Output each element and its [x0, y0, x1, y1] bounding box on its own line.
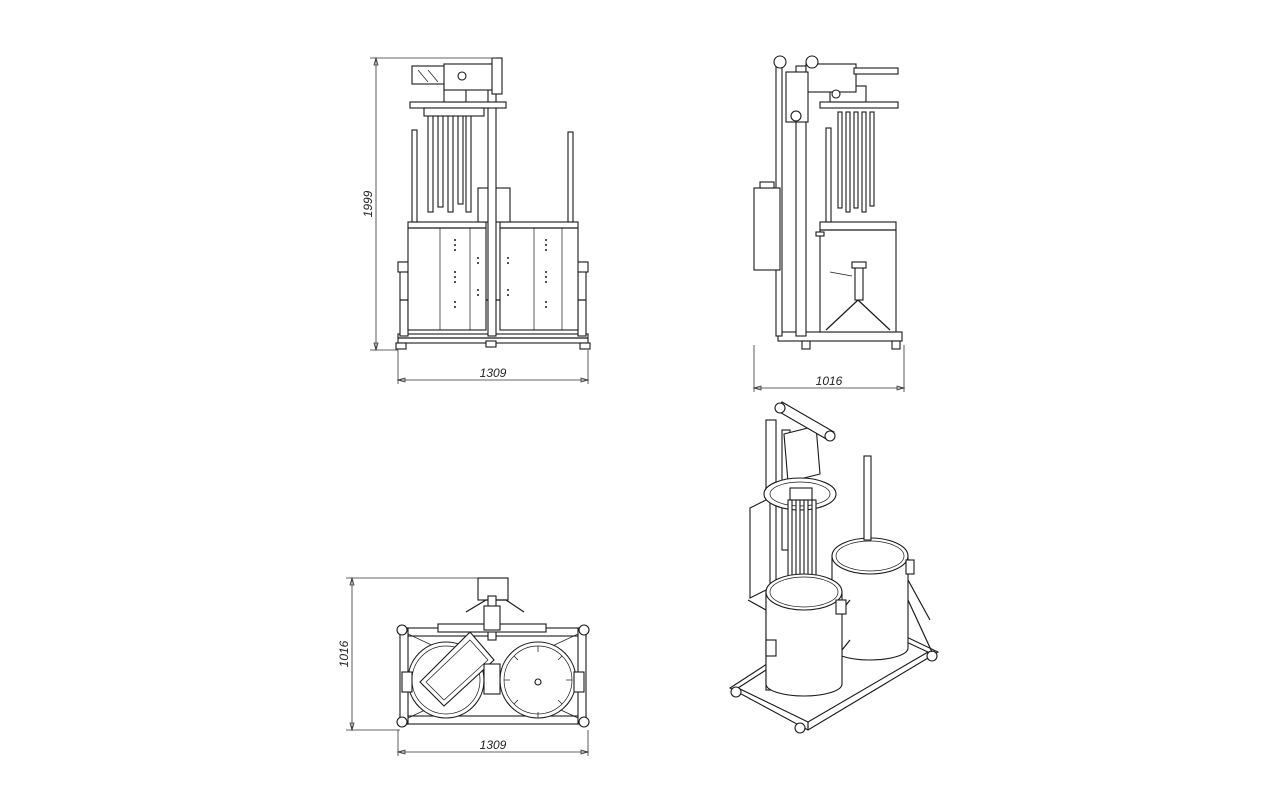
top-view: 1016 1309 — [337, 576, 590, 756]
drum-perforations — [454, 239, 547, 308]
front-height-dimension: 1999 — [361, 190, 375, 217]
drum-rim-ticks — [504, 646, 572, 718]
stirrer-rods — [411, 111, 574, 223]
top-depth-dimension: 1016 — [337, 640, 351, 667]
iso-stirrer-rods — [787, 499, 817, 587]
side-width-dimension: 1016 — [816, 374, 843, 388]
front-view: 1999 1309 — [361, 56, 591, 384]
isometric-view — [728, 401, 940, 734]
side-view: 1016 — [752, 55, 906, 392]
front-width-dimension: 1309 — [480, 366, 507, 380]
side-stirrer-rods — [825, 111, 875, 223]
top-width-dimension: 1309 — [480, 738, 507, 752]
